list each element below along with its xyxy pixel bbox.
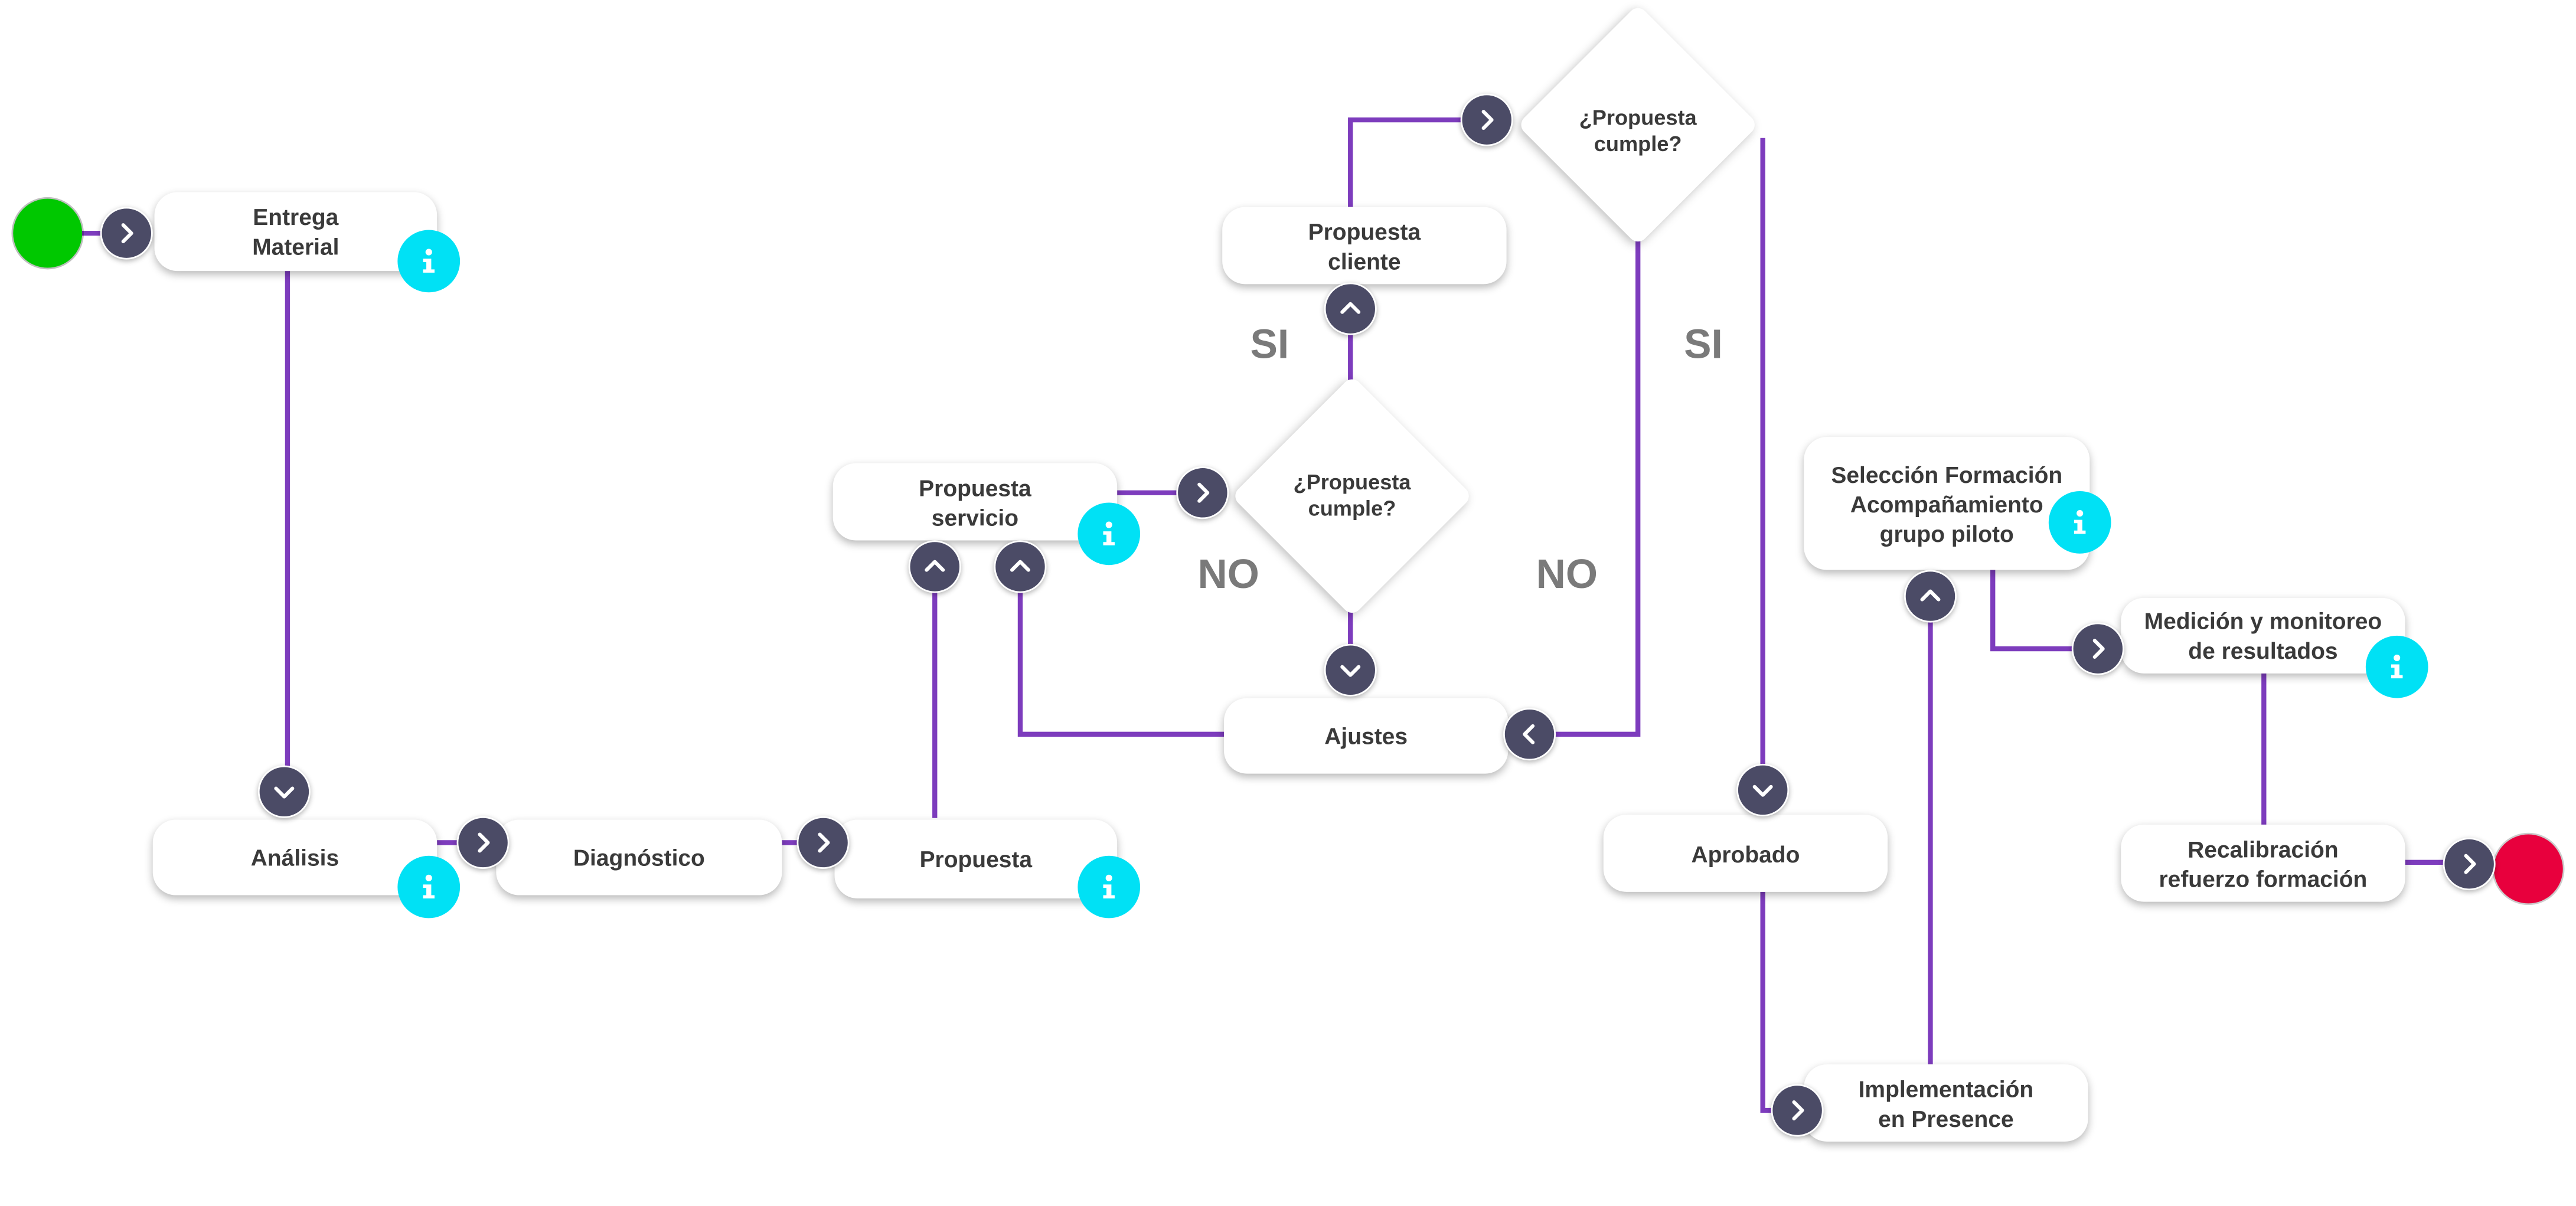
node-ajustes[interactable]: Ajustes	[1223, 698, 1509, 774]
chevron-up-icon[interactable]	[1904, 570, 1957, 623]
chevron-right-icon[interactable]	[796, 816, 850, 869]
node-recalibracion[interactable]: Recalibración refuerzo formación	[2121, 824, 2405, 902]
node-medicion[interactable]: Medición y monitoreo de resultados	[2121, 597, 2405, 674]
decision-propuesta-cumple-2[interactable]: ¿Propuesta cumple?	[1579, 105, 1697, 156]
branch-label-si-2: SI	[1684, 322, 1723, 368]
info-icon[interactable]	[2048, 491, 2111, 554]
chevron-right-icon[interactable]	[1460, 93, 1513, 146]
info-icon[interactable]	[2365, 635, 2428, 698]
branch-label-si-1: SI	[1250, 322, 1289, 368]
connector-ajustes-servicio	[1017, 566, 1224, 737]
chevron-right-icon[interactable]	[1771, 1084, 1824, 1137]
chevron-right-icon[interactable]	[2071, 622, 2124, 675]
branch-label-no-2: NO	[1536, 551, 1598, 598]
info-icon[interactable]	[397, 855, 461, 919]
branch-label-no-1: NO	[1197, 551, 1259, 598]
info-icon[interactable]	[1078, 502, 1141, 566]
node-implementacion[interactable]: Implementación en Presence	[1804, 1064, 2088, 1142]
node-propuesta-servicio[interactable]: Propuesta servicio	[832, 463, 1118, 541]
chevron-right-icon[interactable]	[456, 816, 510, 869]
chevron-right-icon[interactable]	[100, 207, 153, 260]
info-icon[interactable]	[1078, 855, 1141, 919]
chevron-up-icon[interactable]	[1324, 282, 1377, 335]
decision-propuesta-cumple-1[interactable]: ¿Propuesta cumple?	[1293, 469, 1411, 521]
chevron-up-icon[interactable]	[908, 540, 961, 593]
end-node	[2493, 834, 2563, 904]
node-diagnostico[interactable]: Diagnóstico	[496, 819, 782, 895]
chevron-down-icon[interactable]	[1736, 763, 1790, 816]
connector-aprobado-implementacion	[1760, 891, 1798, 1113]
node-analisis[interactable]: Análisis	[152, 819, 438, 895]
chevron-left-icon[interactable]	[1503, 708, 1556, 761]
start-node	[13, 198, 83, 268]
chevron-down-icon[interactable]	[257, 765, 311, 818]
info-icon[interactable]	[397, 230, 461, 293]
node-propuesta[interactable]: Propuesta	[834, 819, 1118, 899]
connector-seleccion-medicion	[1990, 568, 2098, 652]
connector-decision2-ajustes	[1529, 230, 1641, 737]
node-propuesta-cliente[interactable]: Propuesta cliente	[1222, 207, 1507, 285]
node-aprobado[interactable]: Aprobado	[1603, 815, 1888, 892]
node-seleccion[interactable]: Selección Formación Acompañamiento grupo…	[1804, 437, 2090, 570]
chevron-right-icon[interactable]	[2443, 838, 2496, 891]
chevron-right-icon[interactable]	[1176, 466, 1229, 519]
connector-cliente-decision2	[1348, 117, 1487, 211]
node-entrega-material[interactable]: Entrega Material	[154, 192, 438, 272]
chevron-down-icon[interactable]	[1324, 643, 1377, 697]
chevron-up-icon[interactable]	[994, 540, 1047, 593]
